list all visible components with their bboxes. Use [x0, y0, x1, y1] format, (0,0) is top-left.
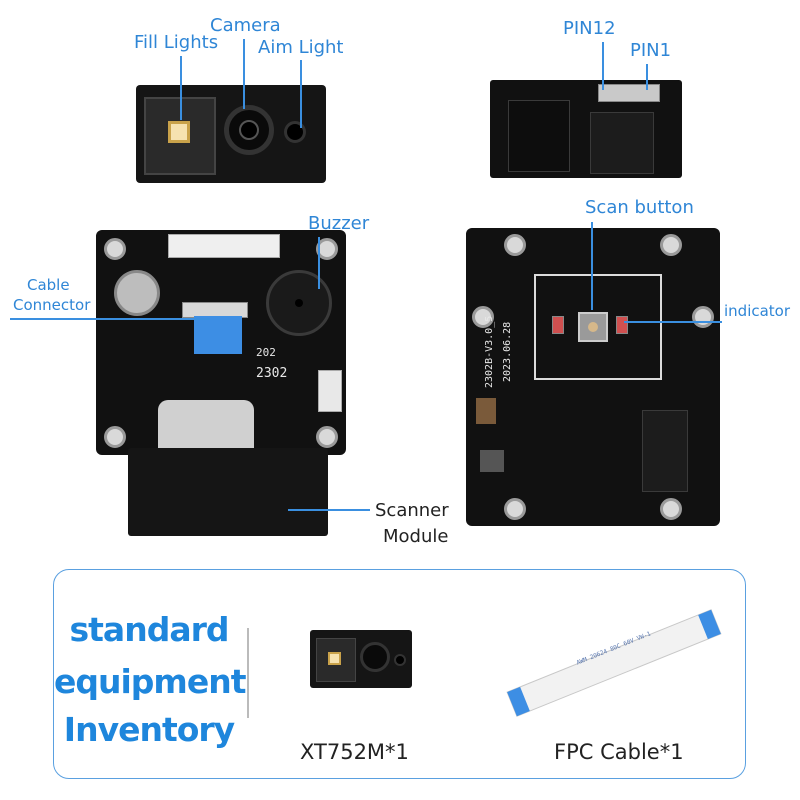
scan-button-label: Scan button: [585, 197, 694, 218]
pin12-label: PIN12: [563, 18, 616, 39]
front-silk-1: 202: [256, 346, 276, 359]
camera-label: Camera: [210, 15, 281, 36]
scanner-module-label-line2: Module: [383, 526, 449, 547]
mount-hole: [504, 234, 526, 256]
wire-connector: [168, 234, 280, 258]
indicator-label: indicator: [724, 302, 791, 320]
capacitor: [480, 450, 504, 472]
board-date-silk: 2023.06.28: [502, 321, 513, 382]
buzzer-label: Buzzer: [308, 213, 370, 234]
indicator-leader: [624, 321, 722, 323]
main-board-front: 202 2302: [96, 230, 346, 455]
scanner-engine-front-view: [136, 85, 326, 183]
pin1-leader: [646, 64, 648, 90]
camera-leader: [243, 39, 245, 109]
fill-lights-leader: [180, 56, 182, 120]
fpc-connector: [598, 84, 660, 102]
capacitor: [476, 398, 496, 424]
camera-lens: [224, 105, 274, 155]
cable-connector-label-line2: Connector: [13, 296, 91, 314]
pin12-leader: [602, 42, 604, 90]
aim-light-lens: [284, 121, 306, 143]
fpc-cable-image: [506, 609, 722, 717]
mount-hole: [660, 498, 682, 520]
buzzer-leader: [318, 237, 320, 289]
inventory-divider: [247, 628, 249, 718]
inventory-title-line2: equipment: [54, 662, 246, 701]
cable-connector-leader: [10, 318, 210, 320]
mount-hole: [316, 238, 338, 260]
coin-cell: [114, 270, 160, 316]
decoder-board: [490, 80, 682, 178]
inventory-panel: standard equipment Inventory XT752M*1 AW…: [53, 569, 746, 779]
inventory-item2-caption: FPC Cable*1: [554, 740, 684, 764]
fill-light-led: [168, 121, 190, 143]
inventory-title-line1: standard: [69, 610, 230, 649]
mount-hole: [692, 306, 714, 328]
scan-button-leader: [591, 222, 593, 310]
driver-ic: [642, 410, 688, 492]
mount-hole: [504, 498, 526, 520]
main-board-back: 2302B-V3.0_5 2023.06.28: [466, 228, 720, 526]
aim-light-label: Aim Light: [258, 37, 344, 58]
cable-connector-label-line1: Cable: [27, 276, 70, 294]
indicator-led-left: [552, 316, 564, 334]
jst-connector: [318, 370, 342, 412]
scan-button-switch[interactable]: [578, 312, 608, 342]
mount-hole: [316, 426, 338, 448]
front-silk-2: 2302: [256, 366, 288, 381]
mount-hole: [660, 234, 682, 256]
board-version-silk: 2302B-V3.0_5: [484, 315, 495, 388]
inventory-title-line3: Inventory: [63, 710, 235, 749]
ribbon-cable-blue: [194, 316, 242, 354]
indicator-led-right: [616, 316, 628, 334]
inventory-item1-caption: XT752M*1: [300, 740, 409, 764]
scanner-module-body: [128, 448, 328, 536]
pin1-label: PIN1: [630, 40, 672, 61]
memory-chip: [508, 100, 570, 172]
scanner-module-label-line1: Scanner: [375, 500, 449, 521]
buzzer-component: [266, 270, 332, 336]
ribbon-cable-fold: [158, 400, 254, 452]
processor-chip: [590, 112, 654, 174]
aim-light-leader: [300, 60, 302, 128]
scanner-module-leader: [288, 509, 370, 511]
mount-hole: [104, 238, 126, 260]
fill-lights-label: Fill Lights: [134, 32, 219, 53]
inventory-scanner-image: [310, 630, 412, 688]
mount-hole: [472, 306, 494, 328]
button-outline: [534, 274, 662, 380]
mount-hole: [104, 426, 126, 448]
